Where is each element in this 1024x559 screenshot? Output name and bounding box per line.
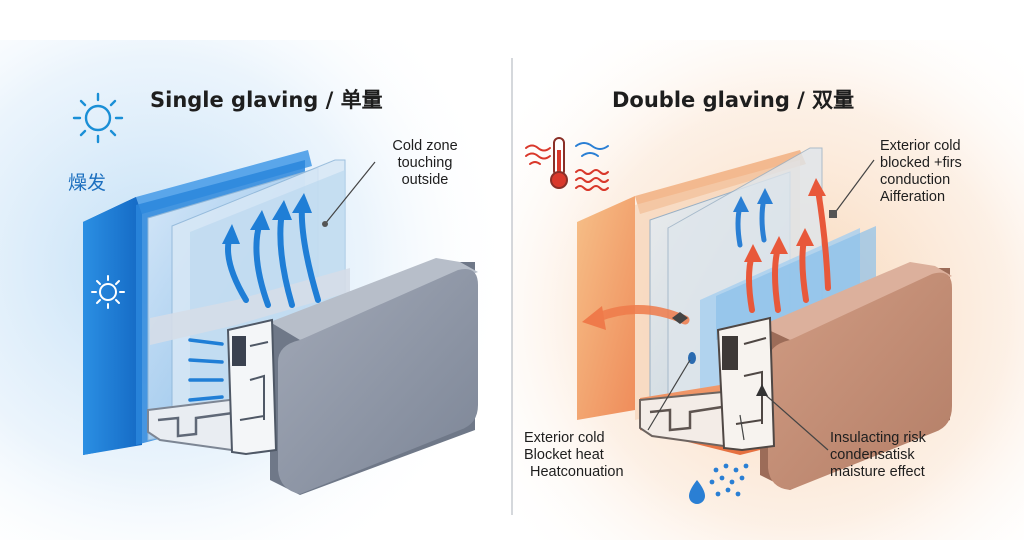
callout-line: Exterior cold xyxy=(880,138,961,154)
callout-line: blocked +firs xyxy=(880,155,962,171)
callout-line: outside xyxy=(401,172,449,188)
exterior-cold-pointer xyxy=(833,159,875,215)
warm-arrowhead-4 xyxy=(808,178,826,196)
thermometer-icon xyxy=(550,137,568,189)
lateral-arrow-1 xyxy=(188,338,224,346)
cool-arrowhead-2 xyxy=(757,188,773,204)
warm-arrowhead-1 xyxy=(744,244,762,262)
insulating-risk-callout: Insulacting risk condensatisk maisture e… xyxy=(830,430,960,481)
insulating-pointer xyxy=(759,389,829,451)
cold-zone-pointer-dot xyxy=(322,221,328,227)
callout-line: maisture effect xyxy=(830,464,925,480)
callout-line: Blocket heat xyxy=(524,447,604,463)
wind-icon xyxy=(525,144,551,165)
warm-arrow-4 xyxy=(815,187,831,291)
exterior-wall-orange xyxy=(577,196,635,420)
cold-zone-pointer xyxy=(324,161,376,225)
insulating-pointer-tip xyxy=(756,384,768,396)
airflow-arrowheads xyxy=(222,193,312,244)
cold-zone-callout: Cold zone touching outside xyxy=(380,138,470,189)
right-spacer-lines xyxy=(735,337,767,425)
spacer-profile-lines xyxy=(239,341,269,421)
warm-arrow-2 xyxy=(772,245,781,313)
right-desiccant-fill xyxy=(722,336,738,370)
blocket-heat-pointer xyxy=(647,359,691,431)
cool-arrowheads xyxy=(733,188,773,212)
brown-frame-top xyxy=(760,262,952,340)
water-drop-icon xyxy=(689,463,749,504)
sun-icon xyxy=(72,92,124,144)
warm-arrowhead-3 xyxy=(796,228,814,246)
callout-line: Insulacting risk xyxy=(830,430,926,446)
callout-line: Exterior cold xyxy=(524,430,605,446)
frame-block-top xyxy=(270,258,478,340)
heat-waves-icon xyxy=(575,169,609,191)
desiccant-fill xyxy=(232,336,246,366)
warm-arrow-1 xyxy=(746,252,755,313)
lateral-flow-arrows xyxy=(188,338,224,402)
warm-arrow-3 xyxy=(799,237,809,303)
airflow-arrowhead-4 xyxy=(292,193,312,213)
air-gap-blue-top xyxy=(716,226,876,340)
exterior-cold-pointer-marker xyxy=(829,210,837,218)
glass-sill-top xyxy=(150,268,350,345)
brown-frame-face xyxy=(768,272,952,490)
lateral-arrow-4 xyxy=(188,395,224,402)
wind-icon xyxy=(575,142,609,157)
blocket-heat-callout: Exterior cold Blocket heat Heatconuation xyxy=(524,430,654,481)
moisture-pointer xyxy=(739,414,745,441)
airflow-arrowhead-1 xyxy=(222,224,240,244)
left-side-label: 燥发 xyxy=(68,173,107,194)
right-panel-illustration xyxy=(525,137,952,504)
lateral-arrow-2 xyxy=(188,358,224,364)
airflow-arrowhead-3 xyxy=(272,200,292,220)
callout-line: condensatisk xyxy=(830,447,915,463)
exterior-wall xyxy=(83,197,142,455)
right-panel-title: Double glaving / 双量 xyxy=(612,88,855,112)
callout-line: Aifferation xyxy=(880,189,946,205)
callout-line: conduction xyxy=(880,172,951,188)
warm-arrowheads xyxy=(744,178,826,262)
left-panel-illustration xyxy=(72,92,478,495)
callout-line: touching xyxy=(397,155,453,171)
cool-arrow-2 xyxy=(759,195,767,243)
frame-block-face xyxy=(278,269,478,494)
airflow-arrowhead-2 xyxy=(250,210,270,230)
sun-icon xyxy=(91,275,125,309)
warm-arrowhead-2 xyxy=(770,236,788,254)
heat-loss-arrowhead xyxy=(582,306,606,330)
left-panel-title: Single glaving / 单量 xyxy=(150,88,383,112)
cool-arrowhead-1 xyxy=(733,196,749,212)
callout-line: Heatconuation xyxy=(530,464,624,480)
exterior-cold-callout: Exterior cold blocked +firs conduction A… xyxy=(880,138,1000,206)
sparkle-marker xyxy=(672,312,688,324)
callout-line: Cold zone xyxy=(392,138,458,154)
